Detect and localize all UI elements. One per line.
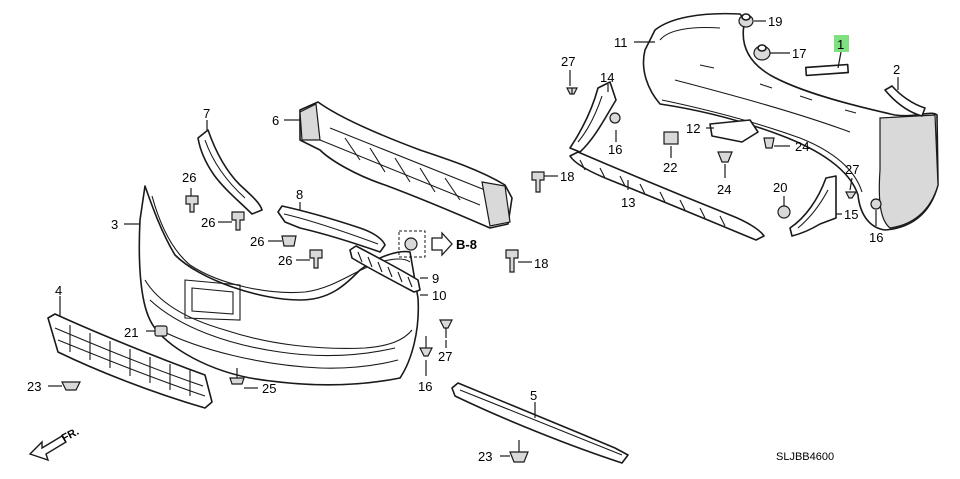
callout-18-a: 18 bbox=[560, 169, 574, 184]
bolt-26a bbox=[185, 195, 199, 213]
callout-24-a: 24 bbox=[795, 139, 809, 154]
clip-16c bbox=[419, 336, 433, 357]
callout-2: 2 bbox=[893, 62, 900, 77]
callout-7: 7 bbox=[203, 106, 210, 121]
callout-5: 5 bbox=[530, 388, 537, 403]
bolt-26d bbox=[309, 249, 323, 269]
callout-26-c: 26 bbox=[250, 234, 264, 249]
bolt-26b bbox=[231, 211, 245, 231]
clip-24a bbox=[763, 137, 775, 149]
callout-26-a: 26 bbox=[182, 170, 196, 185]
front-direction-indicator: FR. bbox=[28, 426, 81, 462]
callout-9: 9 bbox=[432, 271, 439, 286]
rear-side-bracket-left bbox=[569, 81, 617, 153]
clip-19 bbox=[738, 13, 754, 28]
callout-16-c: 16 bbox=[418, 379, 432, 394]
license-light-cover bbox=[804, 63, 850, 77]
callout-4: 4 bbox=[55, 283, 62, 298]
screw-27c bbox=[439, 319, 453, 338]
callout-25: 25 bbox=[262, 381, 276, 396]
ref-clip bbox=[404, 237, 418, 251]
callout-23-b: 23 bbox=[478, 449, 492, 464]
callout-6: 6 bbox=[272, 113, 279, 128]
callout-16-a: 16 bbox=[608, 142, 622, 157]
rear-bumper-face bbox=[642, 12, 939, 231]
callout-24-b: 24 bbox=[717, 182, 731, 197]
callout-27-b: 27 bbox=[845, 162, 859, 177]
clip-23b bbox=[509, 440, 529, 463]
highlight-marker bbox=[834, 35, 849, 52]
callout-23-a: 23 bbox=[27, 379, 41, 394]
callout-20: 20 bbox=[773, 180, 787, 195]
leader-lines bbox=[48, 20, 899, 457]
callout-1: 1 bbox=[837, 37, 844, 52]
callout-27-c: 27 bbox=[438, 349, 452, 364]
clip-16b bbox=[870, 198, 882, 210]
bolt-18a bbox=[531, 171, 545, 193]
callout-12: 12 bbox=[686, 121, 700, 136]
callout-15: 15 bbox=[844, 207, 858, 222]
front-lower-spoiler bbox=[451, 382, 629, 464]
callout-19: 19 bbox=[768, 14, 782, 29]
rear-side-bracket-right bbox=[789, 175, 837, 237]
nut-20 bbox=[777, 205, 791, 219]
bolt-18b bbox=[505, 249, 519, 273]
nut-17 bbox=[753, 44, 771, 61]
callout-11: 11 bbox=[614, 35, 628, 50]
callout-16-b: 16 bbox=[869, 230, 883, 245]
callout-21: 21 bbox=[124, 325, 138, 340]
screw-27a bbox=[566, 87, 578, 95]
callout-26-d: 26 bbox=[278, 253, 292, 268]
callout-numbers: 1 2 3 4 5 6 7 8 9 10 11 12 13 14 15 16 1… bbox=[27, 14, 900, 464]
front-lower-grille bbox=[47, 313, 213, 409]
front-bumper-beam bbox=[299, 101, 513, 229]
callout-22: 22 bbox=[663, 160, 677, 175]
rear-reflector bbox=[884, 85, 926, 117]
reference-label: B-8 bbox=[456, 237, 477, 252]
direction-label: FR. bbox=[60, 426, 81, 445]
callout-8: 8 bbox=[296, 187, 303, 202]
screw-27b bbox=[845, 191, 858, 199]
rear-lower-spoiler bbox=[569, 151, 765, 241]
tow-hook-cover bbox=[709, 119, 759, 143]
front-mounting-bracket bbox=[277, 205, 386, 253]
front-bumper-face bbox=[138, 185, 420, 386]
clip-22 bbox=[663, 131, 679, 145]
callout-14: 14 bbox=[600, 70, 614, 85]
front-side-grille-insert bbox=[349, 245, 421, 293]
callout-13: 13 bbox=[621, 195, 635, 210]
callout-18-b: 18 bbox=[534, 256, 548, 271]
bolt-26c bbox=[281, 235, 297, 247]
callout-10: 10 bbox=[432, 288, 446, 303]
callout-26-b: 26 bbox=[201, 215, 215, 230]
reference-arrow-icon bbox=[431, 231, 453, 257]
clip-24b bbox=[717, 151, 733, 163]
front-direction-arrow-icon bbox=[28, 435, 67, 462]
callout-3: 3 bbox=[111, 217, 118, 232]
clip-25 bbox=[229, 368, 245, 385]
clip-21 bbox=[154, 325, 168, 337]
reference-b8: B-8 bbox=[398, 230, 477, 258]
clip-23a bbox=[61, 381, 81, 391]
clip-16a bbox=[609, 112, 621, 124]
fasteners bbox=[61, 13, 882, 463]
callout-17: 17 bbox=[792, 46, 806, 61]
callout-27-a: 27 bbox=[561, 54, 575, 69]
diagram-code: SLJBB4600 bbox=[776, 451, 834, 463]
front-side-spacer-bracket bbox=[197, 129, 263, 215]
